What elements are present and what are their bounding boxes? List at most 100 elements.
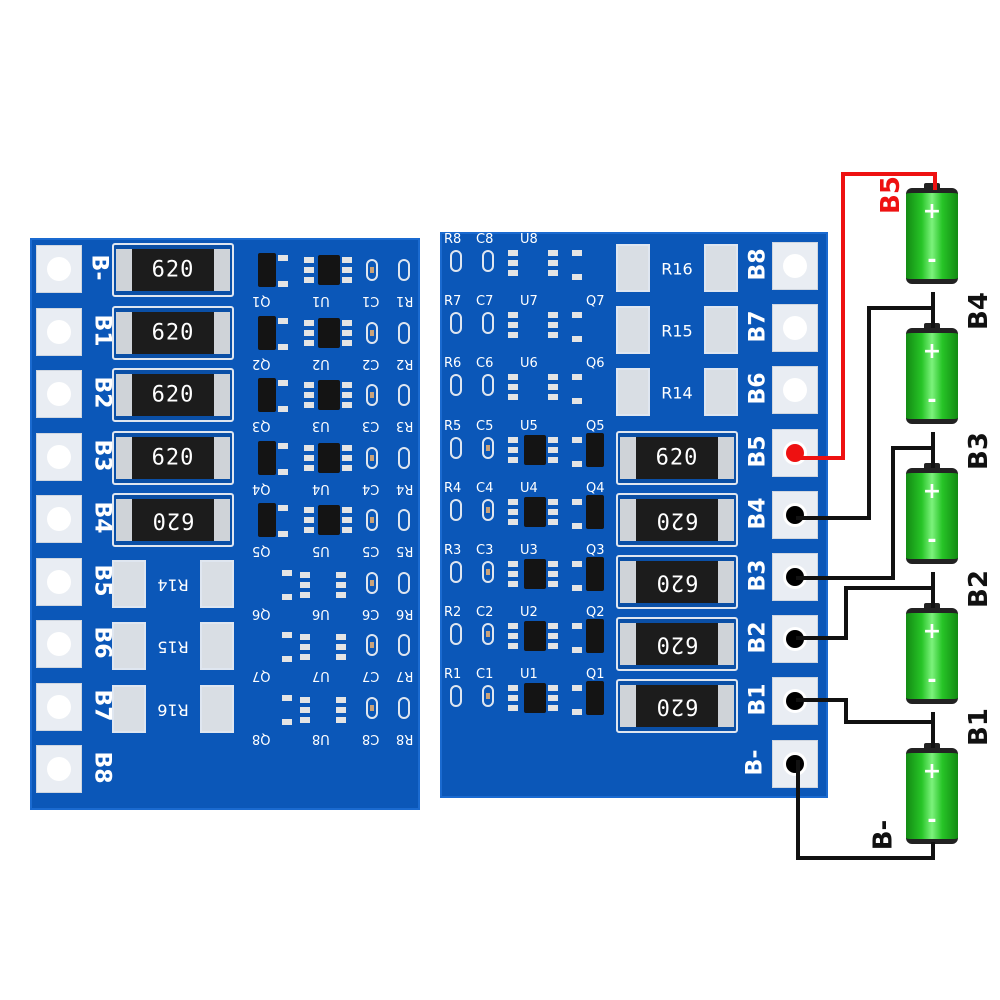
pad-hole <box>47 257 71 281</box>
ic-pin <box>508 643 518 650</box>
ic-pin <box>304 382 314 388</box>
cap-body <box>370 454 374 461</box>
ic-pin <box>342 329 352 336</box>
resistor-cap <box>210 374 230 416</box>
wire-connection-dot <box>786 630 804 649</box>
c-designator: C4 <box>476 480 494 496</box>
mosfet <box>586 681 604 716</box>
c-designator: C7 <box>476 294 494 310</box>
pad-hole <box>47 569 71 594</box>
battery-cell: +- <box>906 743 958 844</box>
terminal-label-b1: B1 <box>963 708 994 746</box>
u-designator: U7 <box>520 294 538 310</box>
capacitor <box>482 561 494 583</box>
resistor-smd <box>450 250 462 272</box>
ic-pin <box>548 394 558 401</box>
ic-pin <box>304 444 314 451</box>
resistor-body <box>132 374 214 416</box>
resistor-body <box>636 498 718 541</box>
q-designator: Q7 <box>586 294 605 310</box>
pin <box>282 569 292 576</box>
unpopulated-resistor-pad: R15 <box>112 620 234 674</box>
cap-body <box>486 506 490 513</box>
solder-pad-b5 <box>36 557 82 606</box>
ic-pin <box>548 685 558 692</box>
capacitor <box>482 374 494 397</box>
ic-pin <box>300 706 310 713</box>
pad-label: B6 <box>745 372 771 405</box>
ic-pin <box>508 571 518 577</box>
resistor-value: 620 <box>655 693 699 719</box>
wire-b5 <box>796 456 844 460</box>
unpopulated-resistor-pad: R16 <box>616 242 738 296</box>
balancer-ic <box>524 621 546 652</box>
pin <box>572 709 582 716</box>
q-designator: Q6 <box>586 356 605 372</box>
ic-pin <box>548 643 558 650</box>
resistor-cap <box>714 561 734 603</box>
ic-pin <box>342 392 352 398</box>
terminal-label-b5: B5 <box>875 176 906 214</box>
ic-pin <box>304 402 314 408</box>
ic-pin <box>336 654 346 660</box>
resistor-body <box>636 436 718 479</box>
pad <box>200 622 234 670</box>
resistor-designator: R15 <box>157 637 189 657</box>
plus-sign: + <box>922 759 942 784</box>
pin <box>572 460 582 467</box>
q-designator: Q5 <box>252 543 271 558</box>
resistor-value: 620 <box>655 507 699 533</box>
resistor-value: 620 <box>151 445 195 470</box>
terminal-label-bminus: B- <box>868 819 899 851</box>
ic-pin <box>508 394 518 401</box>
q-designator: Q4 <box>586 480 605 496</box>
pin <box>282 694 292 701</box>
cap-body <box>370 329 374 336</box>
mosfet <box>258 503 276 537</box>
ic-pin <box>304 329 314 336</box>
cap-body <box>486 569 490 575</box>
resistor-designator: R14 <box>157 575 189 594</box>
pin <box>572 498 582 505</box>
mosfet <box>258 440 276 475</box>
r-designator: R2 <box>444 605 462 621</box>
q-designator: Q3 <box>586 543 605 558</box>
q-designator: Q8 <box>252 730 271 746</box>
ic-pin <box>300 644 310 650</box>
cap-body <box>486 444 490 451</box>
pin <box>572 685 582 692</box>
pad-label: B1 <box>745 683 771 716</box>
cap-body <box>370 517 374 523</box>
balancer-ic <box>318 380 340 410</box>
ic-pin <box>342 267 352 273</box>
battery-cell: +- <box>906 323 958 424</box>
c-designator: C5 <box>476 418 494 434</box>
resistor-cap <box>714 498 734 541</box>
ic-pin <box>508 508 518 515</box>
ic-pin <box>548 498 558 505</box>
capacitor <box>366 571 378 594</box>
ic-pin <box>336 634 346 640</box>
ic-pin <box>548 322 558 329</box>
resistor-smd <box>398 696 410 719</box>
pad <box>616 244 650 292</box>
minus-sign: - <box>927 668 937 693</box>
ic-pin <box>548 695 558 702</box>
wire <box>931 712 935 748</box>
q-designator: Q7 <box>252 668 271 683</box>
ic-pin <box>304 339 314 346</box>
capacitor <box>366 384 378 406</box>
wire-connection-dot <box>786 692 804 711</box>
balancer-ic <box>524 683 546 714</box>
minus-sign: - <box>927 808 937 833</box>
u-designator: U5 <box>520 418 538 434</box>
ic-pin <box>300 634 310 640</box>
resistor-value: 620 <box>151 320 195 345</box>
ic-pin <box>508 685 518 692</box>
u-designator: U3 <box>520 543 538 558</box>
c-designator: C6 <box>476 356 494 372</box>
resistor-body <box>132 436 214 479</box>
ic-pin <box>508 633 518 640</box>
balancer-ic <box>318 255 340 285</box>
u-designator: U6 <box>520 356 538 372</box>
